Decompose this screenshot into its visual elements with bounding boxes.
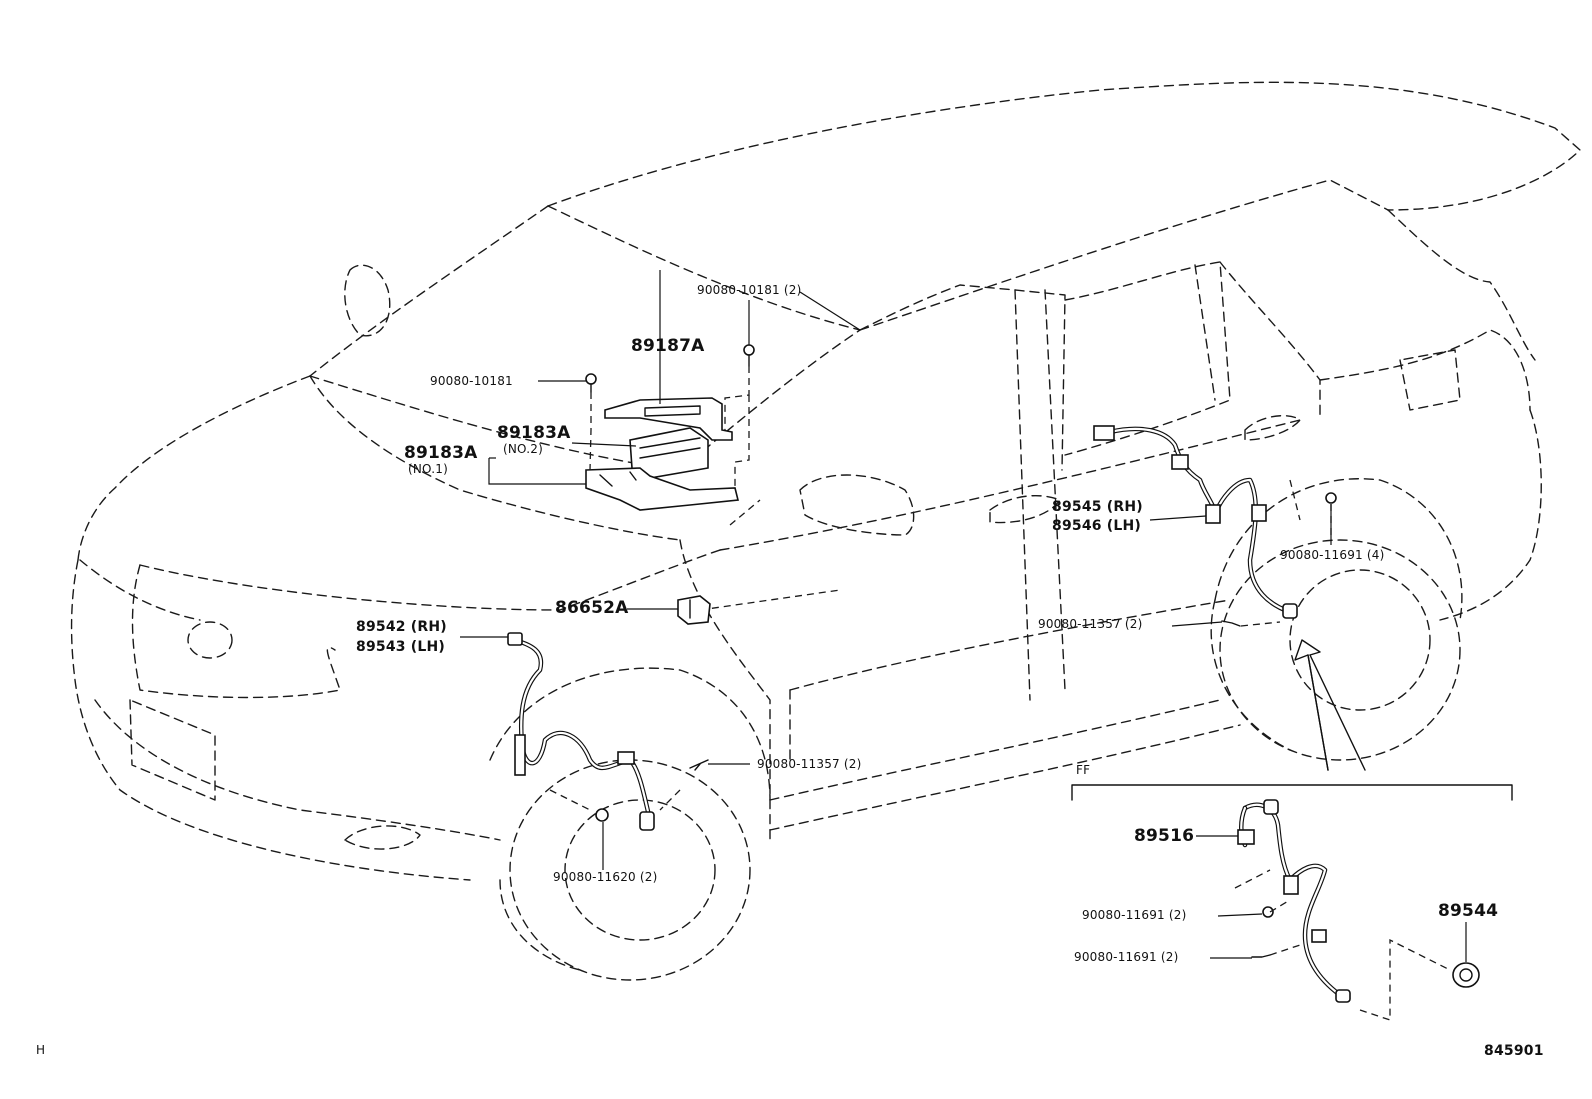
- vehicle-outline: [70, 81, 1581, 981]
- label-89187A: 89187A: [631, 336, 705, 356]
- ecu-assembly: [585, 344, 755, 511]
- figure-number: 845901: [1484, 1043, 1544, 1059]
- label-90080-11691-2-a: 90080-11691 (2): [1082, 908, 1187, 922]
- label-89542-rh: 89542 (RH): [356, 619, 447, 635]
- label-89545-rh: 89545 (RH): [1052, 499, 1143, 515]
- label-89183A-no1: 89183A: [404, 443, 478, 463]
- label-90080-11357-2-front: 90080-11357 (2): [757, 757, 862, 771]
- label-90080-11620-2: 90080-11620 (2): [553, 870, 658, 884]
- label-ff: FF: [1076, 763, 1091, 777]
- front-sensor-wire: [507, 632, 709, 831]
- leader-lines: [460, 270, 1467, 962]
- label-90080-11691-2-b: 90080-11691 (2): [1074, 950, 1179, 964]
- ff-inset: [1071, 784, 1513, 1021]
- label-89546-lh: 89546 (LH): [1052, 518, 1142, 534]
- label-89183A-no2-sub: (NO.2): [503, 442, 543, 456]
- label-90080-11691-4: 90080-11691 (4): [1280, 548, 1385, 562]
- label-89516: 89516: [1134, 826, 1195, 846]
- corner-label-h: H: [36, 1043, 46, 1057]
- label-86652A: 86652A: [555, 598, 629, 618]
- label-90080-11357-2-rear: 90080-11357 (2): [1038, 617, 1143, 631]
- label-90080-10181: 90080-10181: [430, 374, 513, 388]
- label-89183A-no1-sub: (NO.1): [408, 462, 448, 476]
- inset-arrows: [1294, 639, 1366, 771]
- label-89544: 89544: [1438, 901, 1499, 921]
- label-89183A-no2: 89183A: [497, 423, 571, 443]
- label-89543-lh: 89543 (LH): [356, 639, 446, 655]
- label-90080-10181-2: 90080-10181 (2): [697, 283, 802, 297]
- rear-sensor-wire: [1093, 425, 1337, 627]
- buzzer-86652A: [677, 595, 711, 625]
